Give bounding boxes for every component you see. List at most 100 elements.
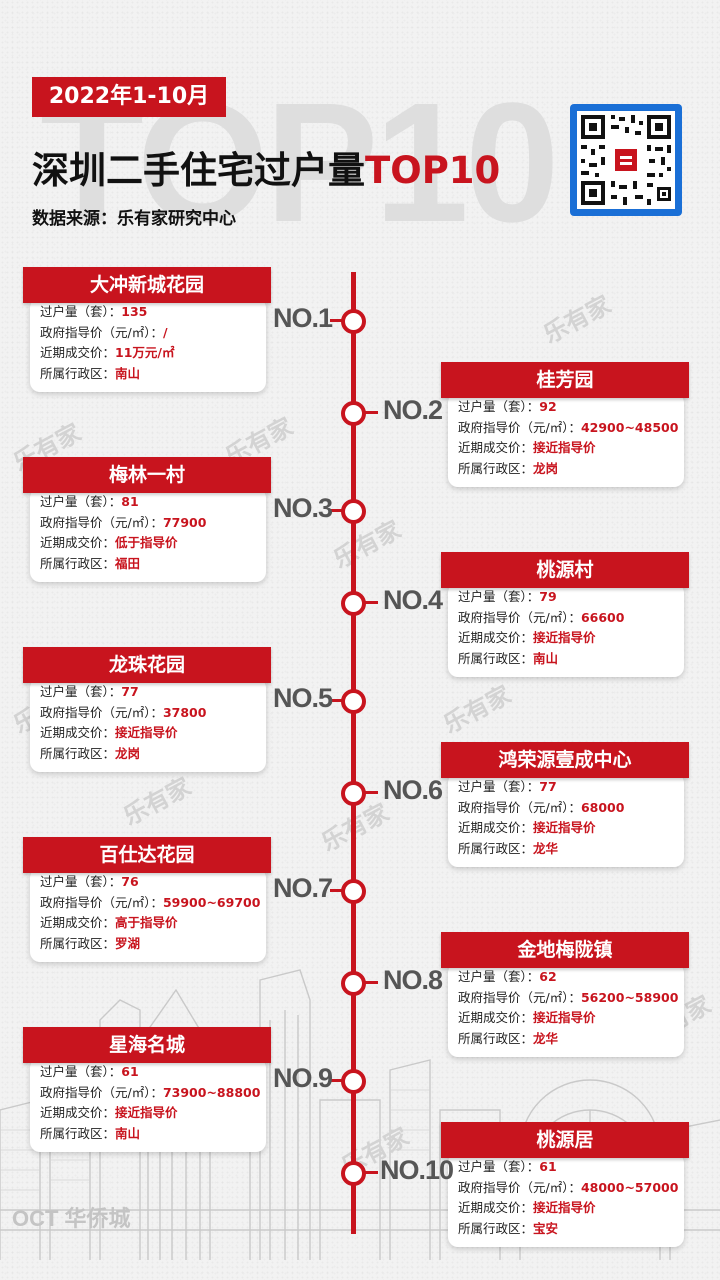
qr-code-icon [581, 115, 671, 205]
detail-line-guide: 政府指导价（元/㎡）：68000 [458, 798, 624, 819]
detail-line-guide: 政府指导价（元/㎡）：37800 [40, 703, 206, 724]
detail-value: 龙华 [533, 1030, 559, 1046]
timeline-connector [330, 889, 344, 892]
detail-line-guide: 政府指导价（元/㎡）：/ [40, 323, 174, 344]
detail-label: 政府指导价（元/㎡）： [40, 1084, 163, 1100]
detail-label: 政府指导价（元/㎡）： [458, 419, 581, 435]
detail-label: 过户量（套）： [458, 779, 540, 794]
rank-label: NO.10 [380, 1155, 454, 1185]
detail-value: 135 [121, 304, 148, 319]
detail-value: 73900~88800 [162, 1084, 261, 1100]
footer-logo-text: OCT 华侨城 [12, 1206, 131, 1231]
rank-label: NO.2 [383, 395, 443, 425]
detail-line-guide: 政府指导价（元/㎡）：77900 [40, 513, 206, 534]
detail-value: 79 [539, 589, 557, 604]
detail-line-recent: 近期成交价：接近指导价 [458, 1008, 678, 1029]
detail-label: 过户量（套）： [40, 304, 122, 319]
detail-value: 77 [539, 779, 557, 794]
rank-label: NO.8 [383, 965, 443, 995]
detail-value: 68000 [580, 799, 625, 815]
detail-label: 近期成交价： [40, 915, 116, 930]
page-title-top10: TOP10 [365, 149, 501, 192]
detail-line-district: 所属行政区：福田 [40, 554, 206, 575]
detail-line-recent: 近期成交价：接近指导价 [458, 628, 624, 649]
detail-line-recent: 近期成交价：接近指导价 [458, 438, 678, 459]
detail-value: 龙华 [533, 840, 559, 856]
detail-label: 政府指导价（元/㎡）： [458, 609, 581, 625]
detail-label: 政府指导价（元/㎡）： [40, 704, 163, 720]
card-title: 龙珠花园 [23, 647, 271, 683]
detail-label: 近期成交价： [458, 1010, 534, 1025]
timeline-connector [330, 1079, 344, 1082]
detail-line-guide: 政府指导价（元/㎡）：56200~58900 [458, 988, 678, 1009]
detail-line-guide: 政府指导价（元/㎡）：66600 [458, 608, 624, 629]
detail-line-district: 所属行政区：龙岗 [40, 744, 206, 765]
detail-value: 37800 [162, 704, 207, 720]
detail-value: 接近指导价 [533, 820, 596, 835]
qr-code-image [577, 111, 675, 209]
detail-value: 接近指导价 [533, 1200, 596, 1215]
card-title: 大冲新城花园 [23, 267, 271, 303]
detail-label: 过户量（套）： [40, 684, 122, 699]
detail-value: 南山 [115, 365, 141, 381]
detail-line-transfers: 过户量（套）：79 [458, 587, 624, 608]
detail-label: 政府指导价（元/㎡）： [40, 514, 163, 530]
detail-label: 近期成交价： [458, 820, 534, 835]
rank-label: NO.7 [273, 873, 333, 903]
card-title: 星海名城 [23, 1027, 271, 1063]
card-title: 金地梅陇镇 [441, 932, 689, 968]
rank-label: NO.9 [273, 1063, 333, 1093]
page-title-text: 深圳二手住宅过户量 [32, 149, 365, 192]
detail-line-transfers: 过户量（套）：81 [40, 492, 206, 513]
detail-label: 近期成交价： [40, 725, 116, 740]
detail-line-transfers: 过户量（套）：62 [458, 967, 678, 988]
detail-label: 过户量（套）： [40, 874, 122, 889]
detail-line-recent: 近期成交价：低于指导价 [40, 533, 206, 554]
detail-label: 所属行政区： [40, 555, 116, 571]
timeline-connector [362, 1171, 378, 1174]
detail-value: 罗湖 [115, 935, 141, 951]
detail-label: 所属行政区： [458, 1030, 534, 1046]
detail-line-guide: 政府指导价（元/㎡）：48000~57000 [458, 1178, 678, 1199]
detail-label: 近期成交价： [458, 1200, 534, 1215]
detail-label: 所属行政区： [40, 365, 116, 381]
detail-line-transfers: 过户量（套）：92 [458, 397, 678, 418]
detail-label: 所属行政区： [458, 460, 534, 476]
detail-line-recent: 近期成交价：接近指导价 [40, 1103, 260, 1124]
detail-line-transfers: 过户量（套）：77 [458, 777, 624, 798]
detail-label: 近期成交价： [458, 440, 534, 455]
timeline-connector [330, 699, 344, 702]
detail-label: 政府指导价（元/㎡）： [458, 1179, 581, 1195]
detail-line-district: 所属行政区：龙岗 [458, 459, 678, 480]
detail-value: 接近指导价 [533, 440, 596, 455]
detail-label: 过户量（套）： [40, 494, 122, 509]
detail-line-district: 所属行政区：南山 [40, 364, 174, 385]
detail-label: 过户量（套）： [458, 969, 540, 984]
detail-value: 66600 [580, 609, 625, 625]
rank-label: NO.6 [383, 775, 443, 805]
date-range-tag: 2022年1-10月 [32, 77, 226, 117]
detail-value: / [162, 324, 168, 340]
detail-value: 56200~58900 [580, 989, 679, 1005]
timeline-axis [351, 272, 356, 1234]
detail-label: 所属行政区： [458, 650, 534, 666]
detail-value: 77 [121, 684, 139, 699]
detail-value: 龙岗 [533, 460, 559, 476]
detail-label: 过户量（套）： [458, 589, 540, 604]
timeline-node [341, 879, 366, 904]
detail-value: 62 [539, 969, 557, 984]
detail-value: 77900 [162, 514, 207, 530]
detail-value: 61 [539, 1159, 557, 1174]
detail-value: 48000~57000 [580, 1179, 679, 1195]
detail-value: 81 [121, 494, 139, 509]
qr-code[interactable] [570, 104, 682, 216]
